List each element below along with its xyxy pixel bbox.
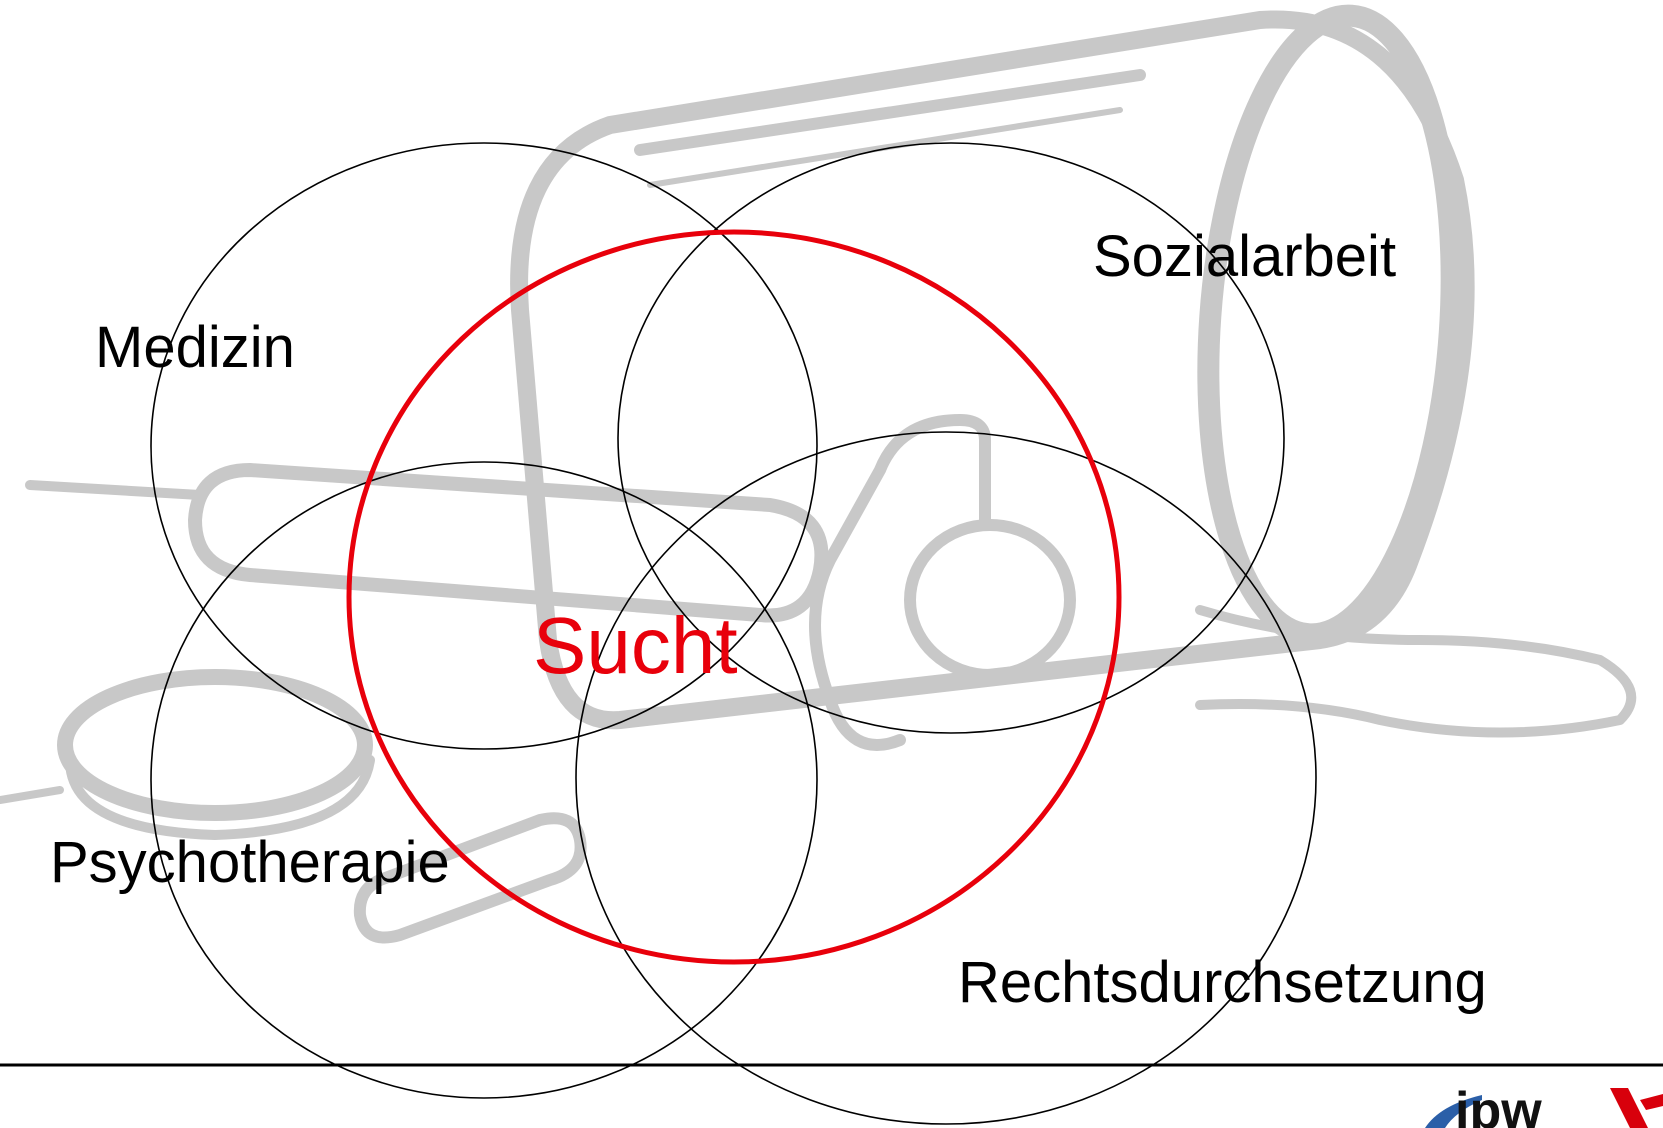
tablet-round xyxy=(65,677,365,813)
ground-line xyxy=(0,790,60,800)
label-sozialarbeit: Sozialarbeit xyxy=(1093,224,1396,289)
logo-red-mark xyxy=(1610,1088,1648,1128)
logo-red-mark-2 xyxy=(1640,1094,1663,1110)
bottle-cap xyxy=(910,525,1070,675)
capsule-long xyxy=(195,470,821,615)
label-psychotherapie: Psychotherapie xyxy=(50,830,450,895)
circle-psychotherapie xyxy=(151,462,817,1098)
bottle-rim xyxy=(1189,7,1472,642)
label-rechtsdurchsetzung: Rechtsdurchsetzung xyxy=(958,950,1487,1015)
ipw-logo-icon: ipw xyxy=(1425,1082,1663,1128)
spilled-liquid xyxy=(1200,610,1631,733)
capsule-line xyxy=(30,485,200,495)
label-medizin: Medizin xyxy=(95,315,295,380)
bottle-label-band-2 xyxy=(650,110,1120,185)
logo-text: ipw xyxy=(1455,1082,1542,1128)
label-sucht: Sucht xyxy=(533,601,738,690)
